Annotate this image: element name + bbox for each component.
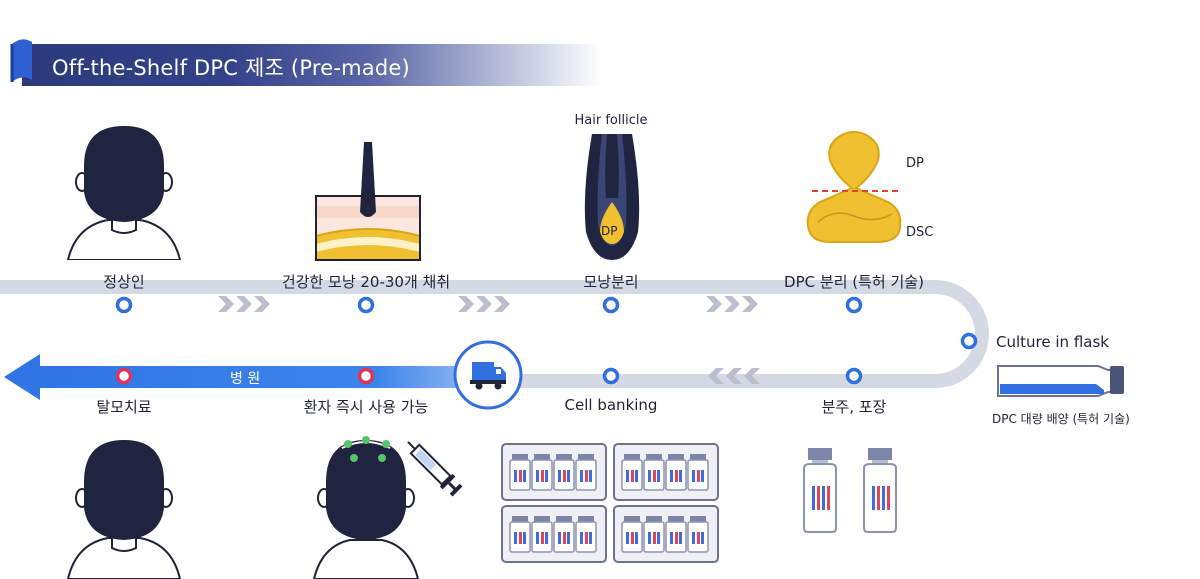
packaged-vials-icon [803,448,897,533]
step-node-4 [845,296,863,314]
step-node-6 [602,367,620,385]
hospital-arrow-label: 병 원 [230,371,261,387]
step-label-immediate-use: 환자 즉시 사용 가능 [303,398,429,416]
step-node-2 [357,296,375,314]
step-label-cell-banking: Cell banking [564,396,658,414]
flask-caption: DPC 대량 배양 (특허 기술) [992,412,1130,426]
title-banner [22,44,602,86]
step-node-3 [602,296,620,314]
dpc-dsc-label: DSC [906,225,934,240]
culture-flask-icon [997,365,1124,397]
step-node-culture [960,332,978,350]
step-node-1 [115,296,133,314]
delivery-truck-icon [453,340,523,410]
step-node-5 [845,367,863,385]
flag-icon [8,32,36,88]
step-label-follicle-isolation: 모낭분리 [583,273,639,291]
step-node-7 [357,367,375,385]
step-label-harvest: 건강한 모낭 20-30개 채취 [281,273,451,291]
scalp-harvest-icon [315,142,421,261]
follicle-dp-label: DP [601,224,618,238]
cell-banking-icon [500,440,722,566]
step-label-treatment: 탈모치료 [96,398,152,416]
step-label-culture: Culture in flask [996,333,1109,351]
step-label-dpc-isolation: DPC 분리 (특허 기술) [784,273,924,291]
hair-follicle-label: Hair follicle [574,113,648,128]
dpc-isolation-icon [806,131,902,243]
hair-follicle-icon [584,134,640,260]
head-back-icon [66,126,182,260]
step-node-8 [115,367,133,385]
page-title: Off-the-Shelf DPC 제조 (Pre-made) [52,56,410,80]
head-injection-icon [312,436,463,579]
step-label-normal: 정상인 [103,273,145,291]
step-label-packaging: 분주, 포장 [821,398,887,416]
dpc-dp-label: DP [906,156,924,171]
head-treated-icon [66,440,182,579]
